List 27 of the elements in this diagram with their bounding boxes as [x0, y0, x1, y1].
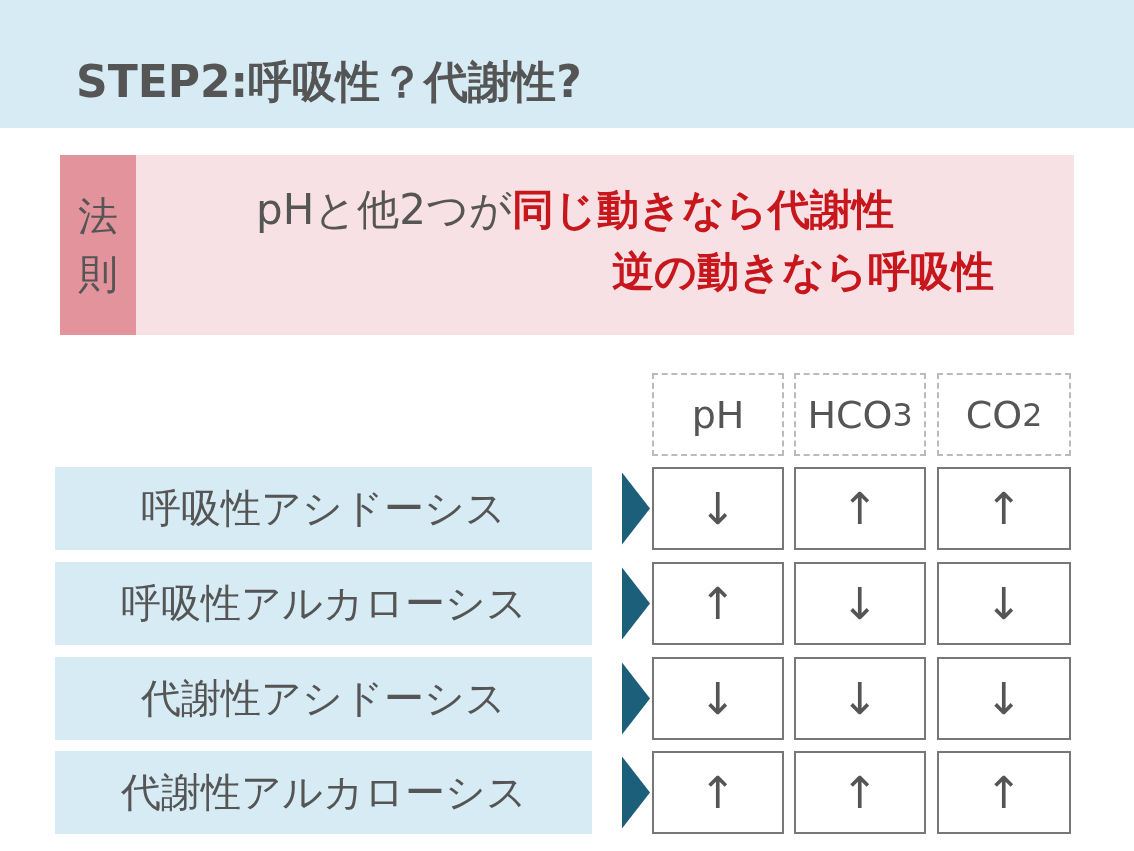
chevron-arrow — [622, 567, 650, 640]
row-label: 呼吸性アシドーシス — [55, 467, 592, 550]
table-cell: ↑ — [794, 467, 926, 550]
title: STEP2:呼吸性？代謝性? — [76, 58, 582, 107]
table-cell: ↑ — [937, 751, 1071, 834]
rule-panel — [60, 155, 1074, 335]
table-cell: ↑ — [652, 751, 784, 834]
row-label: 呼吸性アルカローシス — [55, 562, 592, 645]
table-cell: ↑ — [937, 467, 1071, 550]
table-cell: ↑ — [652, 562, 784, 645]
table-cell: ↓ — [937, 562, 1071, 645]
row-label: 代謝性アルカローシス — [55, 751, 592, 834]
rule-text: 同じ動きなら代謝性 — [512, 189, 894, 231]
table-cell: ↓ — [652, 467, 784, 550]
table-cell: ↓ — [937, 657, 1071, 740]
chevron-arrow — [622, 662, 650, 735]
table-cell: ↓ — [794, 562, 926, 645]
chevron-arrow — [622, 472, 650, 545]
rule-text: pHと他2つが — [256, 189, 512, 231]
rule-tab: 法則 — [60, 155, 136, 335]
chevron-arrow — [622, 756, 650, 829]
row-label: 代謝性アシドーシス — [55, 657, 592, 740]
column-header: pH — [652, 373, 784, 456]
table-cell: ↑ — [794, 751, 926, 834]
table-cell: ↓ — [794, 657, 926, 740]
rule-text: 逆の動きなら呼吸性 — [612, 251, 994, 293]
table-cell: ↓ — [652, 657, 784, 740]
